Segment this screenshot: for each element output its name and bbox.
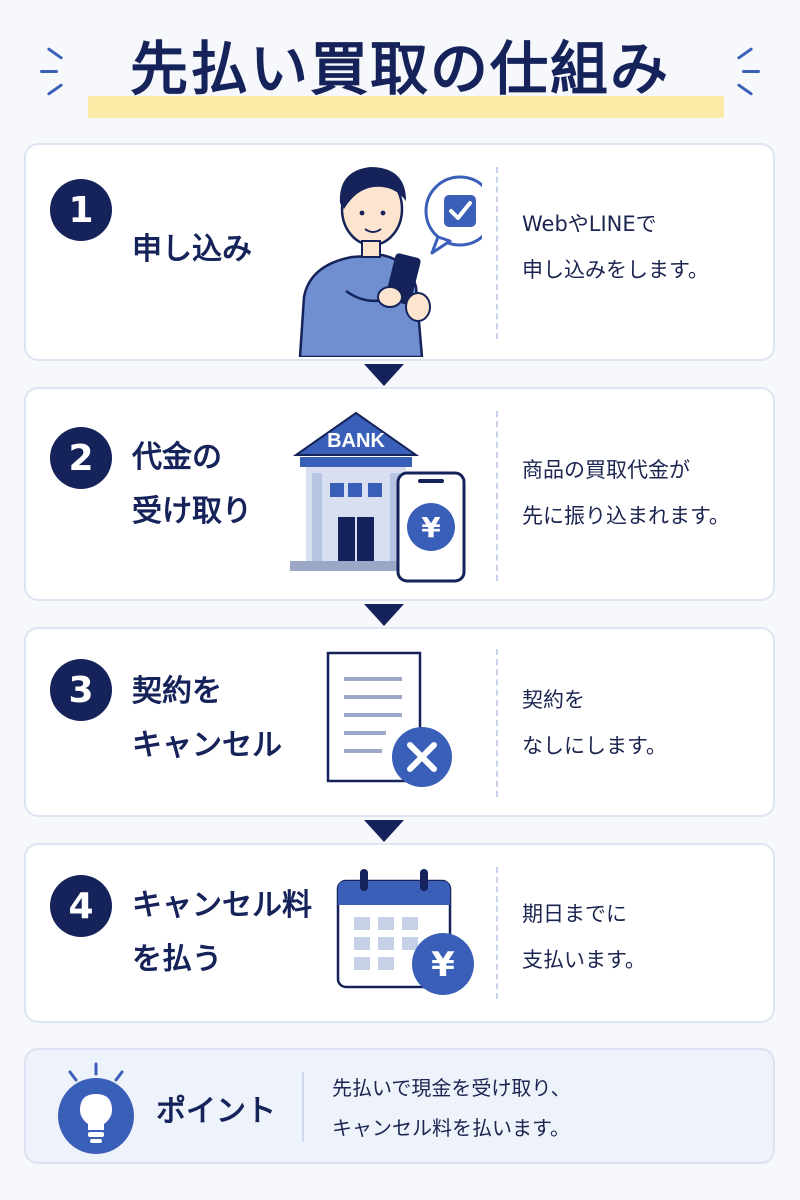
step-number-badge: 3 — [50, 659, 112, 721]
step-description: WebやLINEで 申し込みをします。 — [522, 212, 709, 282]
page-title: 先払い買取の仕組み — [129, 35, 670, 103]
step-description: 商品の買取代金が 先に振り込まれます。 — [522, 458, 730, 528]
step-description: 契約を なしにします。 — [522, 688, 667, 758]
step-number-badge: 2 — [50, 427, 112, 489]
yen-symbol: ¥ — [431, 945, 455, 985]
bank-icon: BANK — [290, 411, 422, 571]
card-divider — [496, 411, 498, 581]
title-highlight — [88, 96, 724, 118]
step-card-3: 3 契約を キャンセル 契約を なしにします。 — [24, 627, 775, 817]
step-title: 契約を キャンセル — [132, 674, 282, 763]
step-card-2: 2 代金の 受け取り BANK ¥ 商品の買取代金が 先に振り込まれます。 — [24, 387, 775, 601]
step-number-badge: 4 — [50, 875, 112, 937]
step-card-1: 1 申し込み WebやLINEで 申し込みをします。 — [24, 143, 775, 361]
card-divider — [496, 167, 498, 339]
step-number-badge: 1 — [50, 179, 112, 241]
point-label: ポイント — [156, 1094, 276, 1129]
card-divider — [496, 649, 498, 797]
point-text: 先払いで現金を受け取り、 キャンセル料を払います。 — [332, 1076, 571, 1140]
step-title: 申し込み — [132, 232, 252, 267]
cancel-x-icon — [392, 727, 452, 787]
flow-arrow — [364, 820, 404, 842]
flow-arrow — [364, 604, 404, 626]
yen-symbol: ¥ — [421, 511, 441, 544]
point-divider — [302, 1072, 304, 1142]
title-area: 先払い買取の仕組み — [0, 26, 800, 118]
yen-coin-icon: ¥ — [412, 933, 474, 995]
phone-yen-icon: ¥ — [396, 471, 466, 583]
bank-label: BANK — [327, 430, 385, 452]
spark-decoration — [742, 70, 760, 73]
step-card-4: 4 キャンセル料 を払う ¥ 期日までに 支払います。 — [24, 843, 775, 1023]
lightbulb-icon — [58, 1062, 134, 1154]
spark-decoration — [40, 70, 58, 73]
card-divider — [496, 867, 498, 999]
step-title: キャンセル料 を払う — [132, 888, 312, 977]
person-with-phone-icon — [298, 167, 482, 357]
step-title: 代金の 受け取り — [132, 440, 252, 529]
point-box: ポイント 先払いで現金を受け取り、 キャンセル料を払います。 — [24, 1048, 775, 1164]
step-description: 期日までに 支払います。 — [522, 902, 646, 972]
flow-arrow — [364, 364, 404, 386]
